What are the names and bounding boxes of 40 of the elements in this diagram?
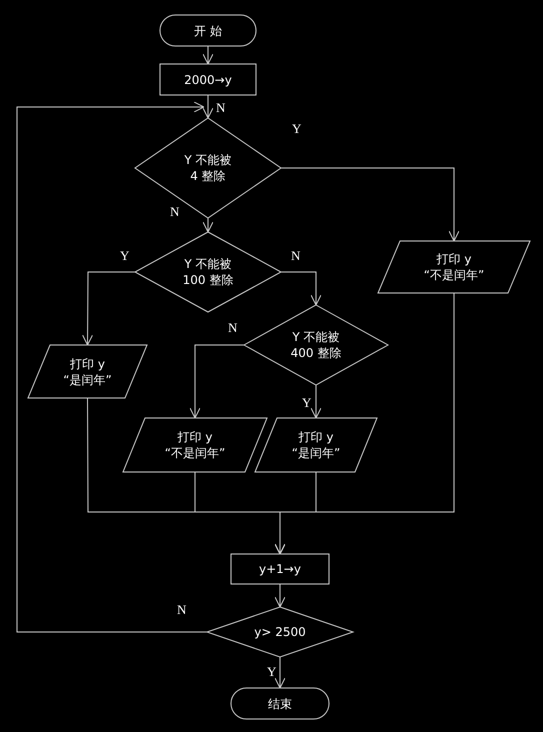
node-text: 100 整除 [182, 272, 234, 288]
node-text: Y 不能被 [184, 256, 232, 272]
node-text: 打印 y [436, 251, 472, 267]
node-text: “是闰年” [63, 372, 112, 388]
node-text: 结束 [268, 696, 292, 712]
node-text: y+1→y [259, 561, 301, 577]
node-text: 400 整除 [290, 345, 342, 361]
edge-label: Y [120, 249, 130, 263]
node-text: 打印 y [178, 429, 212, 445]
arrow [274, 584, 286, 608]
arrow [310, 384, 322, 418]
arrow [274, 656, 286, 688]
node-text: 2000→y [184, 72, 232, 88]
arrow [82, 272, 136, 346]
node-text: “不是闰年” [424, 267, 484, 283]
node-text: Y 不能被 [292, 329, 340, 345]
edge-label: Y [302, 396, 312, 410]
arrow [190, 344, 244, 418]
node-text: “不是闰年” [164, 445, 226, 461]
node-text: 4 整除 [190, 168, 226, 184]
node-text: 打印 y [70, 356, 105, 372]
edge-label: Y [267, 665, 276, 679]
edge-label: Y [292, 122, 302, 136]
arrow [280, 272, 322, 306]
branch-label: N [216, 101, 226, 115]
arrow [280, 168, 460, 242]
edge-label: N [228, 321, 238, 335]
edge-label: N [177, 603, 186, 617]
node-text: 打印 y [298, 429, 334, 445]
edge-label: N [291, 249, 300, 263]
node-text: 开 始 [194, 22, 222, 38]
edge-label: N [170, 205, 180, 219]
arrow [202, 218, 214, 232]
node-text: Y 不能被 [184, 152, 232, 168]
arrow [202, 94, 214, 118]
node-text: “是闰年” [292, 445, 340, 461]
arrow [202, 46, 214, 64]
arrow [274, 292, 454, 554]
node-text: y> 2500 [254, 624, 306, 640]
arrow [16, 102, 208, 632]
